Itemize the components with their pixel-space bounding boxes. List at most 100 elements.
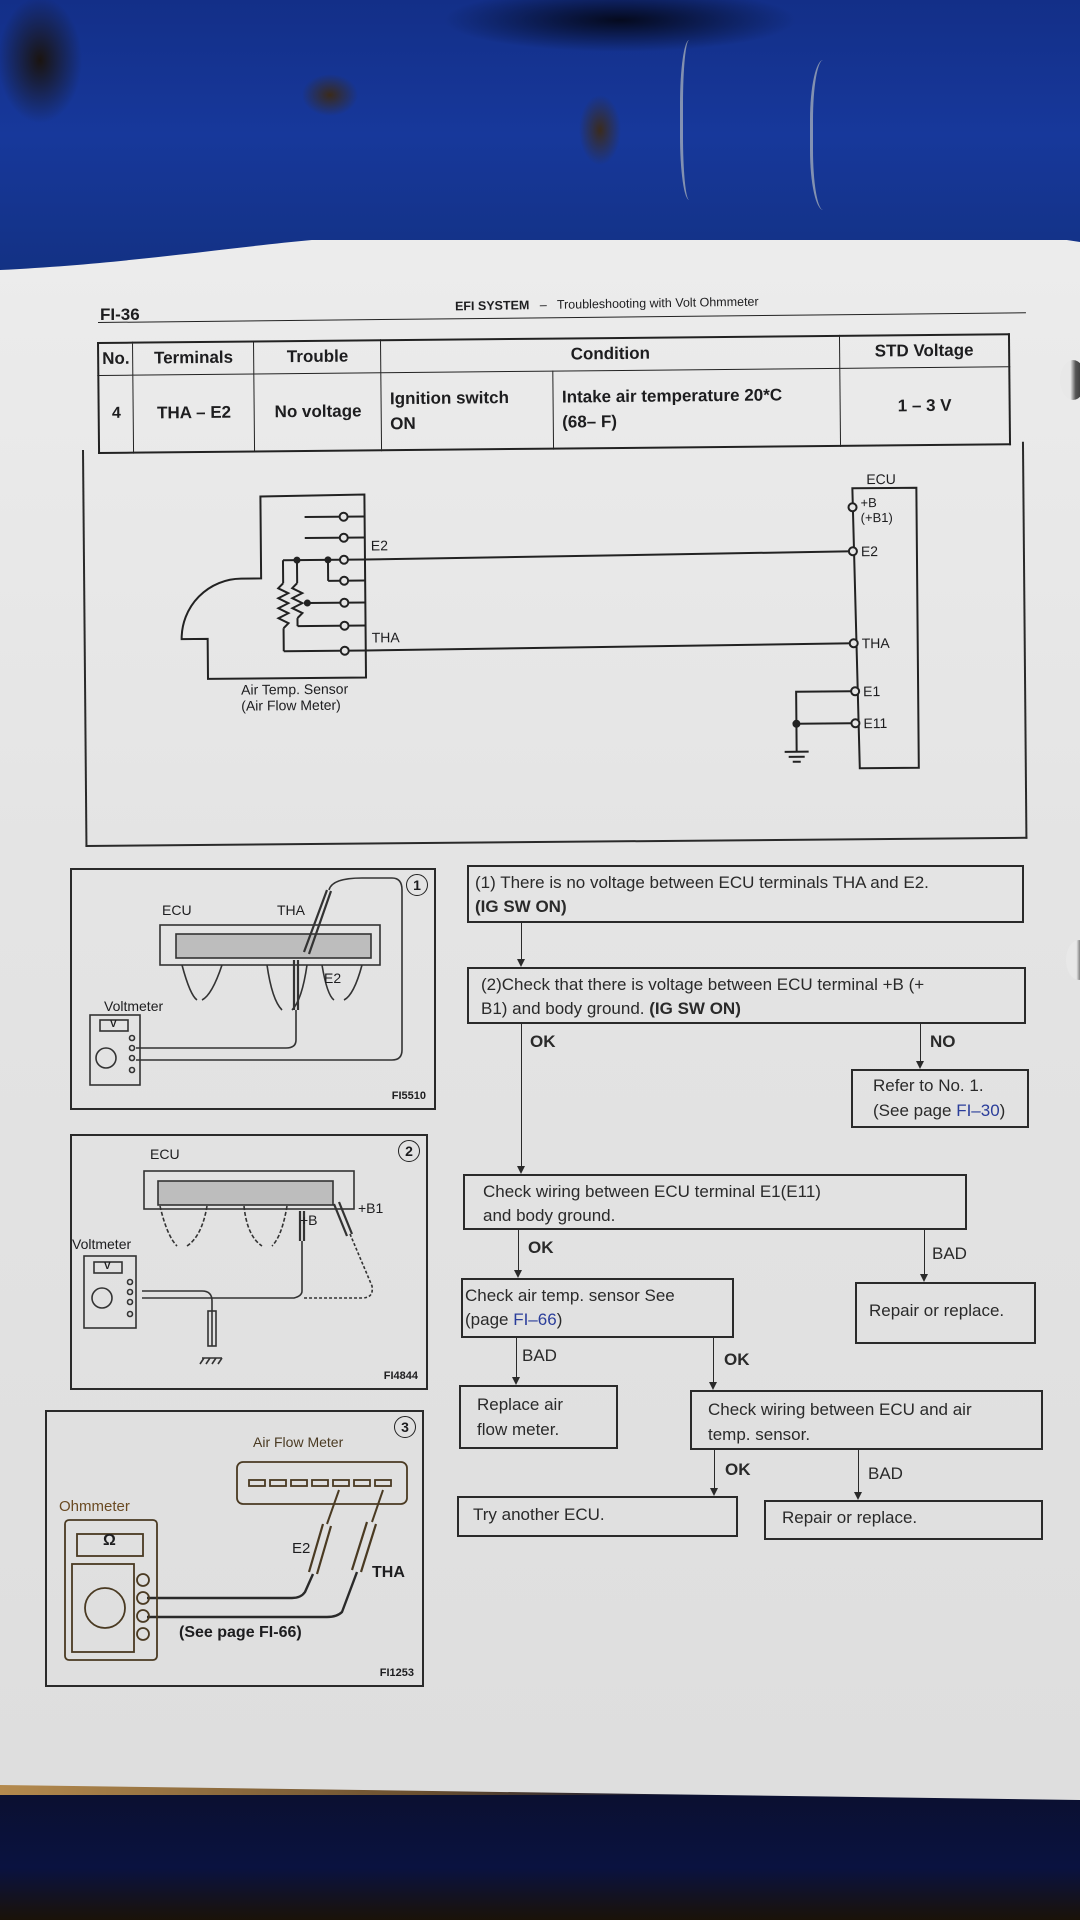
figure-ecu-label: ECU [162, 902, 192, 918]
ecu-label: ECU [866, 470, 896, 488]
device-label: Air Flow Meter [253, 1434, 344, 1450]
probe-icon-tha [350, 1521, 378, 1573]
figure-2-voltmeter-b-ground: 2 ECU +B +B1 Voltmeter V FI4844 [70, 1134, 428, 1390]
ecu-terminal-e11: E11 [863, 714, 888, 732]
meter-display: V [104, 1261, 111, 1272]
step-2-ok-label: OK [530, 1032, 556, 1051]
meter-label: Ohmmeter [59, 1498, 130, 1515]
air-temp-sensor-body [180, 493, 368, 680]
step-5-bad-label: BAD [868, 1464, 903, 1483]
step-4-bad-label: BAD [522, 1346, 557, 1365]
arrow-connector [920, 1230, 928, 1282]
flow-repair-1: Repair or replace. [855, 1282, 1036, 1344]
header-no: No. [98, 342, 134, 376]
probe-icon [302, 889, 333, 955]
probe-icon [332, 1201, 354, 1237]
condition-temp-line1: Intake air temperature 20*C [561, 385, 783, 407]
probe-icon [298, 1211, 306, 1241]
probe-icon [292, 960, 300, 1010]
potentiometer-icon [290, 582, 305, 619]
meter-label: Voltmeter [104, 998, 164, 1014]
arrow-connector [710, 1450, 718, 1496]
cell-std-voltage: 1 – 3 V [839, 366, 1011, 446]
page-link-fi30[interactable]: FI–30 [956, 1101, 1000, 1120]
air-flow-meter-connector-icon [236, 1461, 408, 1505]
header-trouble: Trouble [253, 340, 382, 374]
arrow-connector [512, 1338, 520, 1385]
sensor-label-line2: (Air Flow Meter) [241, 696, 341, 714]
arrow-connector [709, 1338, 717, 1390]
ecu-box [851, 486, 920, 770]
binder-edge-background [0, 1790, 1080, 1920]
arrow-connector [514, 1230, 522, 1278]
ohm-icon: Ω [103, 1532, 116, 1549]
sensor-label: Air Temp. Sensor (Air Flow Meter) [241, 681, 348, 714]
condition-temp-line2: (68– F) [562, 411, 618, 432]
probe-label-tha: THA [277, 902, 305, 918]
binder-hole [1060, 360, 1080, 400]
arrow-connector [916, 1024, 924, 1069]
flow-step-1: (1) There is no voltage between ECU term… [467, 865, 1024, 923]
step-2-condition: (IG SW ON) [649, 999, 741, 1018]
cell-no: 4 [98, 375, 134, 453]
arrow-connector [517, 923, 525, 967]
probe-label-tha: THA [372, 1564, 405, 1581]
refer-line1: Refer to No. 1. [873, 1076, 984, 1095]
ecu-terminal-e1: E1 [863, 683, 881, 700]
page-number: FI-36 [100, 305, 140, 324]
figure-1-illustration [89, 877, 403, 1086]
table-row: 4 THA – E2 No voltage Ignition switch ON… [98, 366, 1011, 453]
ecu-connector-icon [143, 1170, 355, 1210]
refer-suffix: ) [999, 1101, 1006, 1120]
arrow-connector [517, 1024, 525, 1174]
refer-prefix: (See page [873, 1101, 957, 1120]
cell-condition-temp: Intake air temperature 20*C (68– F) [553, 368, 841, 449]
sensor-terminals [282, 511, 366, 656]
scratch-mark [810, 60, 843, 210]
sensor-terminal-tha: THA [371, 629, 400, 646]
header-std-voltage: STD Voltage [839, 334, 1010, 369]
page-link-fi66[interactable]: FI–66 [513, 1310, 557, 1329]
flow-step-4: Check air temp. sensor See (page FI–66) [461, 1278, 734, 1338]
spec-table: No. Terminals Trouble Condition STD Volt… [97, 333, 1012, 454]
flow-step-2: (2)Check that there is voltage between E… [467, 967, 1026, 1024]
cell-trouble: No voltage [254, 372, 382, 452]
step-4-prefix: (page [465, 1310, 514, 1329]
figure-1-voltmeter-tha-e2: 1 ECU THA E2 Voltmeter V FI5510 [70, 868, 436, 1110]
flow-step-5: Check wiring between ECU and air temp. s… [690, 1390, 1043, 1450]
title-separator: – [539, 297, 547, 313]
replace-afm-line1: Replace air [477, 1395, 563, 1414]
ecu-terminal-b1-label: (+B1) [860, 509, 893, 526]
ecu-terminal-b-label: +B [860, 495, 877, 511]
condition-switch-line1: Ignition switch [389, 387, 510, 409]
figure-code: FI5510 [391, 1090, 426, 1102]
arrow-connector [854, 1450, 862, 1500]
step-4-ok-label: OK [724, 1350, 750, 1369]
ecu-terminal-tha: THA [861, 634, 890, 652]
header-terminals: Terminals [132, 341, 255, 376]
condition-switch-line2: ON [390, 413, 416, 434]
ground-icon [199, 1357, 223, 1365]
flow-refer-no1: Refer to No. 1. (See page FI–30) [851, 1069, 1029, 1128]
meter-display: V [110, 1019, 117, 1030]
cell-condition-switch: Ignition switch ON [381, 371, 554, 451]
step-4-line1: Check air temp. sensor See [465, 1286, 675, 1305]
scratch-mark [680, 40, 703, 200]
ohmmeter-icon [64, 1519, 158, 1661]
cell-terminals: THA – E2 [133, 373, 255, 453]
probe-label-e2: E2 [292, 1540, 311, 1557]
thermistor-icon [276, 582, 291, 629]
step-3-line1: Check wiring between ECU terminal E1(E11… [483, 1182, 821, 1201]
probe-label-b1: +B1 [358, 1200, 384, 1216]
probe-label-e2: E2 [324, 970, 342, 986]
circuit-diagram [180, 486, 920, 770]
flow-replace-afm: Replace air flow meter. [459, 1385, 618, 1449]
voltmeter-icon [89, 1014, 141, 1086]
figure-code: FI4844 [383, 1370, 418, 1382]
step-5-line1: Check wiring between ECU and air [708, 1400, 972, 1419]
probe-icon-e2 [307, 1523, 333, 1575]
step-3-line2: and body ground. [483, 1206, 616, 1225]
step-1-condition: (IG SW ON) [475, 897, 567, 916]
flow-step-3: Check wiring between ECU terminal E1(E11… [463, 1174, 967, 1230]
step-4-suffix: ) [556, 1310, 563, 1329]
